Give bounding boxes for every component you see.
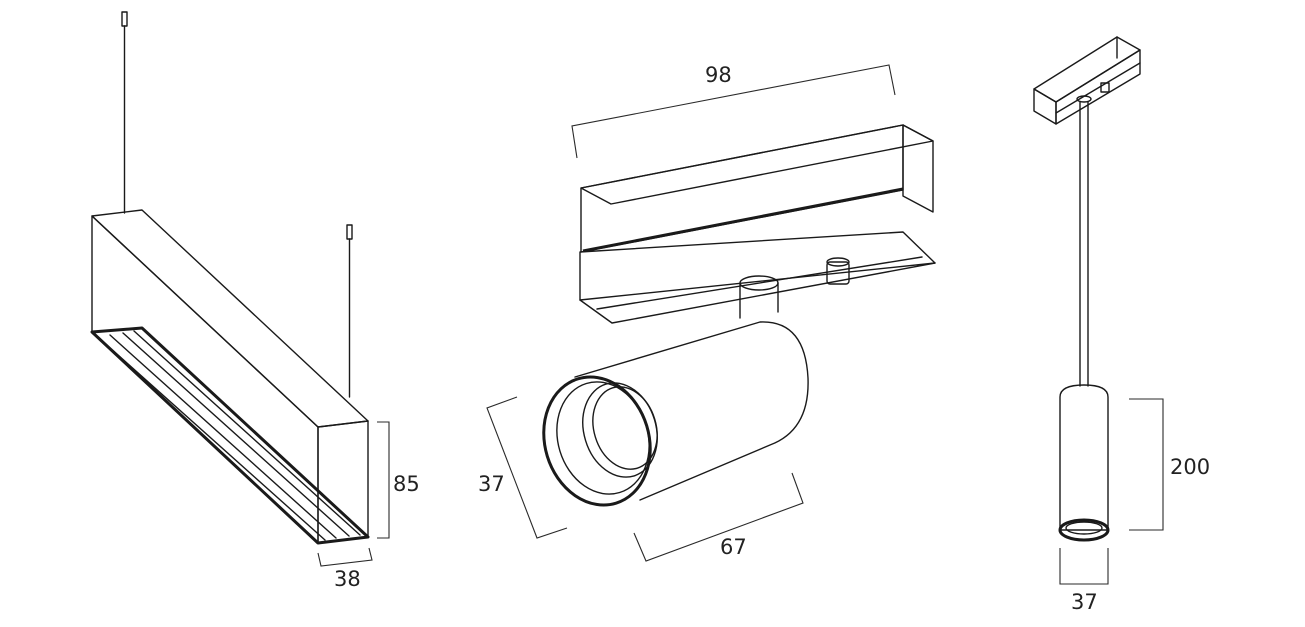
pendant-track-adapter [1033, 36, 1141, 125]
track-spotlight: 98 37 67 [478, 63, 936, 562]
linear-body [90, 209, 370, 545]
pendant-light: 200 37 [1033, 36, 1210, 614]
dimension-height-85: 85 [377, 421, 420, 539]
suspension-wire-right [346, 224, 353, 398]
dimension-length-98: 98 [571, 63, 896, 159]
spot-head [542, 321, 809, 507]
dimension-diameter-37: 37 [478, 396, 568, 539]
pendant-cable [1079, 101, 1089, 387]
dimension-label-98: 98 [705, 63, 732, 87]
dimension-label-37-pendant: 37 [1071, 590, 1098, 614]
dimension-label-85: 85 [393, 472, 420, 496]
dimension-label-200: 200 [1170, 455, 1210, 479]
dimension-label-37-spot: 37 [478, 472, 505, 496]
track-adapter [579, 124, 936, 324]
suspension-wire-left [121, 11, 128, 214]
linear-suspended-luminaire: 85 38 [90, 11, 420, 591]
dimension-diameter-37-pendant: 37 [1059, 548, 1109, 614]
dimension-depth-67: 67 [633, 472, 804, 562]
dimension-height-200: 200 [1129, 398, 1210, 531]
dimension-width-38: 38 [317, 547, 373, 591]
dimension-label-67: 67 [720, 535, 747, 559]
dimension-label-38: 38 [334, 567, 361, 591]
pendant-body [1058, 384, 1110, 542]
